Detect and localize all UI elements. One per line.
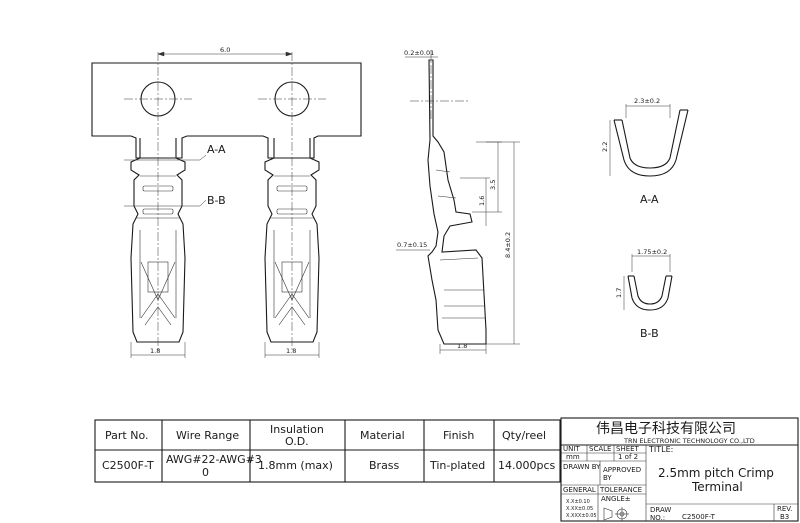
section-title-aa: A-A: [640, 193, 659, 206]
cell-material: Brass: [369, 459, 400, 472]
draw-no: C2500F-T: [682, 513, 716, 521]
header-insulation: Insulation: [270, 423, 324, 436]
tol-2: X.XX±0.05: [566, 506, 593, 512]
section-bb: 1.75±0.2 1.7 B-B: [615, 248, 673, 340]
dim-tab: 0.7±0.15: [397, 241, 427, 249]
rev-value: B3: [780, 513, 789, 521]
projection-symbol-icon: [603, 507, 629, 521]
label-sheet: SHEET: [616, 445, 640, 453]
dim-total: 8.4±0.2: [504, 232, 512, 258]
cell-wire-range-2: 0: [202, 466, 209, 479]
cell-part-no: C2500F-T: [102, 459, 154, 472]
section-aa: 2.3±0.2 2.2 A-A: [601, 97, 689, 206]
label-approved-by: BY: [603, 474, 612, 482]
label-approved: APPROVED: [603, 466, 641, 474]
header-material: Material: [360, 429, 405, 442]
drawing-title-1: 2.5mm pitch Crimp: [658, 466, 774, 480]
company-name-en: TRN ELECTRONIC TECHNOLOGY CO.,LTD: [623, 437, 755, 445]
tol-3: X.XXX±0.05: [566, 513, 597, 519]
label-tolerance: TOLERANCE: [599, 486, 642, 494]
label-draw: DRAW: [650, 506, 671, 514]
dim-thickness: 0.2±0.01: [404, 49, 434, 57]
label-angle: ANGLE±: [601, 495, 631, 503]
header-part-no: Part No.: [105, 429, 148, 442]
drawing-title-2: Terminal: [691, 480, 743, 494]
section-marker-bb: B-B: [207, 194, 226, 207]
dim-aa-height: 2.2: [601, 142, 609, 152]
label-rev: REV.: [777, 505, 792, 513]
front-view: 6.0 A-A B-B 1.8 1.8: [91, 46, 362, 358]
cell-finish: Tin-plated: [429, 459, 485, 472]
company-name-cn: 伟昌电子科技有限公司: [596, 421, 736, 437]
dim-aa-width: 2.3±0.2: [634, 97, 660, 105]
sheet-value: 1 of 2: [618, 453, 638, 461]
header-insulation-od: O.D.: [285, 435, 309, 448]
title-block: 伟昌电子科技有限公司 TRN ELECTRONIC TECHNOLOGY CO.…: [560, 417, 799, 522]
label-title: TITLE:: [648, 445, 673, 454]
section-title-bb: B-B: [640, 327, 659, 340]
label-no: NO.:: [650, 514, 665, 522]
header-finish: Finish: [443, 429, 474, 442]
label-drawn-by: DRAWN BY: [563, 463, 601, 471]
label-general: GENERAL: [563, 486, 596, 494]
tol-1: X.X±0.10: [566, 499, 590, 505]
cell-insulation: 1.8mm (max): [258, 459, 333, 472]
unit-value: mm: [566, 453, 580, 461]
label-scale: SCALE: [589, 445, 611, 453]
cell-qty: 14.000pcs: [498, 459, 556, 472]
header-qty-reel: Qty/reel: [502, 429, 546, 442]
side-view: 0.2±0.01 0.7±0.15 8.4±0.2 3.5 1.6 1.8: [396, 49, 520, 354]
dim-pitch: 6.0: [220, 46, 230, 54]
section-marker-aa: A-A: [207, 143, 226, 156]
dim-bb-height: 1.7: [615, 288, 623, 298]
cell-wire-range-1: AWG#22-AWG#3: [166, 453, 262, 466]
spec-table: Part No. Wire Range Insulation O.D. Mate…: [94, 419, 561, 483]
dim-width-2: 1.8: [286, 347, 296, 355]
dim-1-6: 1.6: [478, 196, 486, 206]
dim-side-width: 1.8: [457, 342, 467, 350]
label-unit: UNIT: [563, 445, 580, 453]
dim-bb-width: 1.75±0.2: [637, 248, 667, 256]
dim-width-1: 1.8: [150, 347, 160, 355]
header-wire-range: Wire Range: [176, 429, 239, 442]
dim-3-5: 3.5: [489, 180, 497, 190]
